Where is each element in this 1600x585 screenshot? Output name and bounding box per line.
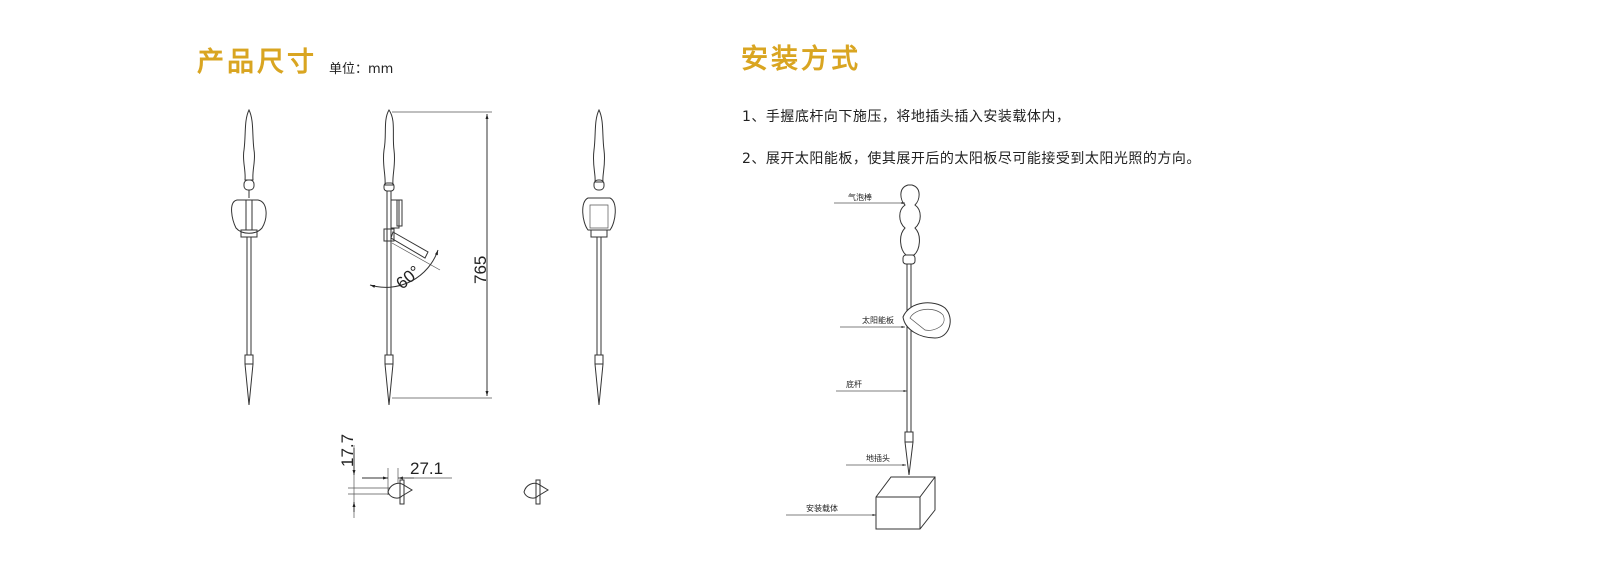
angle-dimension: 60° (392, 262, 424, 293)
label-carrier: 安装载体 (806, 503, 838, 513)
label-ground-spike: 地插头 (866, 453, 890, 463)
install-step-2: 2、展开太阳能板，使其展开后的太阳板尽可能接受到太阳光照的方向。 (742, 151, 1201, 167)
installation-title: 安装方式 (741, 44, 861, 75)
label-bubble-stick: 气泡棒 (848, 192, 872, 202)
label-solar-panel: 太阳能板 (862, 315, 894, 325)
height-dimension: 765 (471, 256, 490, 284)
side-view-drawing: 60° 765 (369, 109, 492, 406)
installation-drawing: 气泡棒 太阳能板 底杆 地插头 安装载体 (786, 184, 951, 530)
product-dimensions-title: 产品尺寸 (197, 47, 317, 78)
install-step-1: 1、手握底杆向下施压，将地插头插入安装载体内， (742, 109, 1071, 125)
unit-label: 单位：mm (329, 62, 394, 77)
base-width-dimension: 27.1 (410, 459, 443, 478)
label-pole: 底杆 (846, 379, 862, 389)
back-view-drawing (582, 108, 616, 406)
front-view-drawing (231, 108, 267, 406)
top-view-drawing: 17.7 27.1 (338, 434, 549, 518)
base-height-dimension: 17.7 (338, 434, 357, 467)
